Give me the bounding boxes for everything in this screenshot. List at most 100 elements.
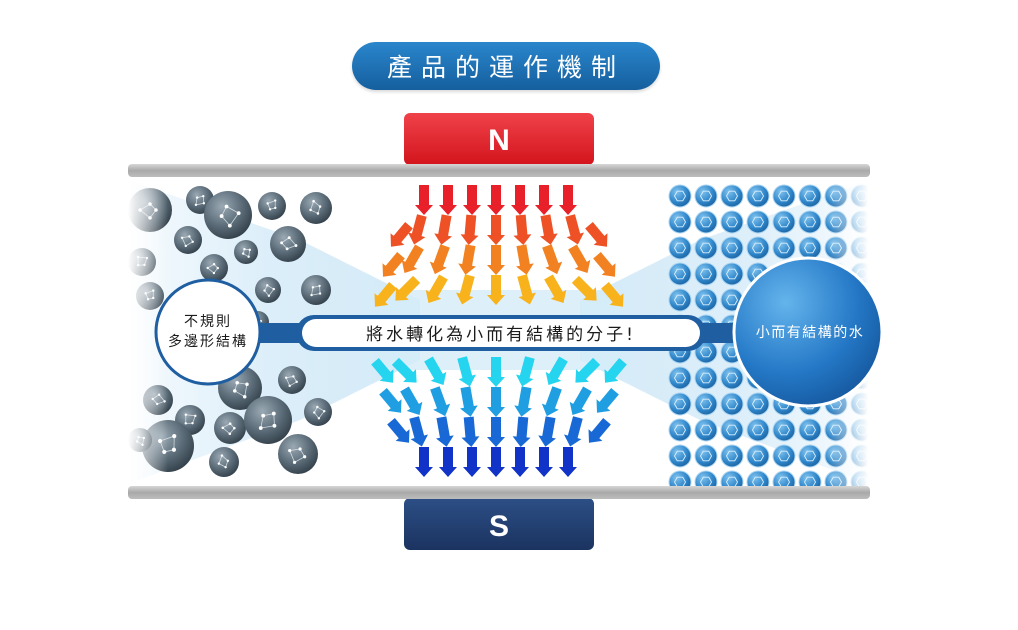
field-arrow	[535, 447, 553, 477]
field-arrow	[456, 274, 475, 305]
field-arrow	[434, 214, 452, 245]
field-arrow	[514, 386, 532, 417]
field-arrow	[517, 274, 536, 305]
field-arrow	[401, 244, 424, 273]
field-arrow	[569, 386, 592, 415]
north-magnet: N	[404, 113, 594, 165]
field-arrow	[409, 416, 428, 447]
structured-molecule	[668, 210, 692, 234]
field-arrow	[424, 356, 447, 385]
irregular-molecule	[255, 277, 281, 303]
structured-molecule	[668, 392, 692, 416]
north-field-arrows	[374, 185, 624, 307]
field-arrow	[516, 356, 535, 387]
pipe-top-rail	[128, 164, 870, 177]
south-pole-label: S	[489, 510, 509, 543]
field-arrow	[541, 386, 562, 417]
field-arrow	[457, 356, 476, 387]
field-arrow	[460, 386, 478, 417]
field-arrow	[542, 244, 563, 275]
field-arrow	[461, 416, 480, 447]
structured-molecule	[720, 210, 744, 234]
structured-molecule	[694, 288, 718, 312]
field-arrow	[408, 214, 427, 245]
field-arrow	[601, 282, 624, 307]
structured-molecule	[694, 418, 718, 442]
irregular-molecule	[278, 366, 306, 394]
field-arrow	[487, 357, 505, 387]
south-magnet: S	[404, 498, 594, 550]
irregular-molecule	[300, 192, 332, 224]
structured-molecule	[668, 444, 692, 468]
field-arrow	[575, 357, 601, 383]
field-arrow	[487, 185, 505, 215]
structured-molecule	[694, 262, 718, 286]
field-arrow	[487, 447, 505, 477]
field-arrow	[535, 185, 553, 215]
structured-molecule	[694, 444, 718, 468]
irregular-molecule	[244, 396, 292, 444]
field-arrow	[436, 416, 454, 447]
irregular-molecule	[304, 398, 332, 426]
irregular-molecule	[301, 275, 331, 305]
irregular-structure-label: 不規則 多邊形結構	[154, 278, 262, 386]
field-arrow	[571, 275, 597, 301]
field-arrow	[511, 447, 529, 477]
structured-water-label: 小而有結構的水	[732, 256, 884, 408]
field-arrow	[568, 244, 591, 273]
structured-molecule	[772, 210, 796, 234]
field-arrow	[487, 387, 505, 417]
structured-molecule	[772, 184, 796, 208]
structured-molecule	[798, 418, 822, 442]
structured-molecule	[772, 236, 796, 260]
field-arrow	[487, 417, 505, 447]
structured-molecule	[668, 470, 692, 486]
structured-molecule	[720, 444, 744, 468]
structured-molecule	[720, 236, 744, 260]
field-arrow	[487, 275, 505, 305]
field-arrow	[596, 388, 619, 413]
structured-molecule	[720, 470, 744, 486]
field-arrow	[463, 185, 481, 215]
irregular-label-line2: 多邊形結構	[168, 333, 248, 350]
structured-molecule	[746, 236, 770, 260]
structured-molecule	[720, 418, 744, 442]
structured-molecule	[772, 418, 796, 442]
field-arrow	[516, 244, 534, 275]
field-arrow	[559, 447, 577, 477]
structured-molecule	[694, 236, 718, 260]
structured-molecule	[798, 236, 822, 260]
field-arrow	[559, 185, 577, 215]
field-arrow	[565, 214, 584, 245]
structured-molecule	[798, 210, 822, 234]
irregular-molecule	[234, 240, 258, 264]
field-arrow	[390, 222, 413, 247]
structured-molecule	[668, 366, 692, 390]
field-arrow	[430, 386, 451, 417]
irregular-molecule	[270, 226, 306, 262]
north-pole-label: N	[488, 124, 510, 157]
irregular-molecule	[214, 412, 246, 444]
structured-water-label-text: 小而有結構的水	[756, 325, 865, 341]
field-arrow	[585, 222, 608, 247]
structured-molecule	[668, 236, 692, 260]
field-arrow	[387, 418, 410, 443]
south-field-arrows	[371, 356, 627, 477]
structured-molecule	[746, 392, 770, 416]
field-arrow	[512, 416, 531, 447]
field-arrow	[463, 447, 481, 477]
field-arrow	[460, 214, 479, 245]
center-banner: 將水轉化為小而有結構的分子!	[296, 315, 706, 351]
structured-molecule	[694, 366, 718, 390]
field-arrow	[371, 358, 394, 383]
structured-molecule	[720, 184, 744, 208]
field-arrow	[487, 215, 505, 245]
irregular-molecule	[209, 447, 239, 477]
field-arrow	[544, 274, 567, 303]
field-arrow	[545, 356, 568, 385]
field-arrow	[415, 447, 433, 477]
structured-molecule	[772, 444, 796, 468]
structured-molecule	[772, 470, 796, 486]
irregular-molecule	[278, 434, 318, 474]
pipe-bottom-rail	[128, 486, 870, 499]
